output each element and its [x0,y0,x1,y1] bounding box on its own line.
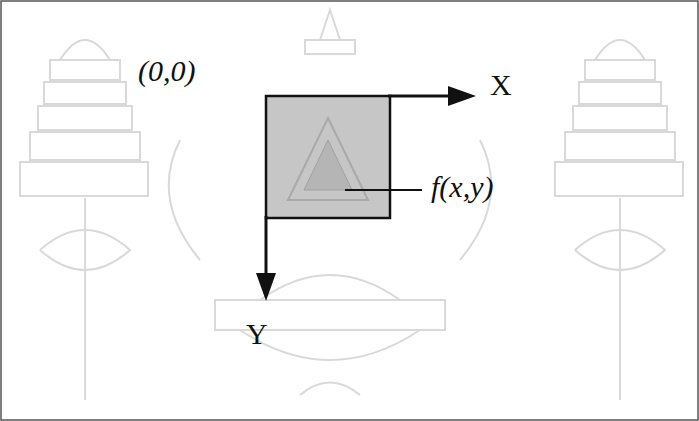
watermark [20,10,683,400]
leader-line [345,189,422,191]
image-fill [266,96,390,218]
axis-label: Y [246,319,268,349]
function-label: f(x,y) [431,172,493,202]
y-axis-arrow [256,216,276,301]
origin-label: (0,0) [138,56,195,86]
image-border [266,96,390,218]
watermark-crown-center [169,10,492,395]
watermark-tower-right [555,40,683,400]
axis-label: X [490,70,512,100]
x-axis-arrow [388,86,476,106]
image-texture [288,118,368,200]
image-block [266,96,390,218]
watermark-tower-left [20,40,148,400]
image-texture [304,140,352,190]
